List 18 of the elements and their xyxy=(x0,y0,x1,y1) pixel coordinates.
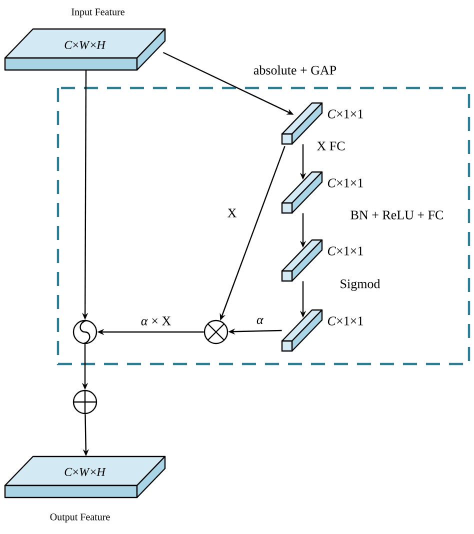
add-symbol xyxy=(72,390,98,414)
edge-label: X FC xyxy=(317,142,345,150)
slab-title: Output Feature xyxy=(50,514,110,522)
fusion-symbol xyxy=(72,320,98,344)
edge-label: Sigmod xyxy=(340,279,380,291)
edge-label: BN + ReLU + FC xyxy=(350,210,443,220)
edge-label: α × X xyxy=(141,316,171,326)
edge-label: absolute + GAP xyxy=(254,65,336,75)
edge-label: α xyxy=(256,318,264,324)
slab-dimension: C×W×H xyxy=(64,40,106,50)
slab-title: Input Feature xyxy=(72,8,124,18)
edge-label: X xyxy=(228,208,236,218)
dimension-label: C×1×1 xyxy=(328,246,363,256)
slab-dimension: C×W×H xyxy=(64,468,106,476)
multiply-symbol xyxy=(204,320,228,344)
dimension-label: C×1×1 xyxy=(328,110,363,118)
dimension-label: C×1×1 xyxy=(328,178,363,188)
dimension-label: C×1×1 xyxy=(328,316,363,326)
